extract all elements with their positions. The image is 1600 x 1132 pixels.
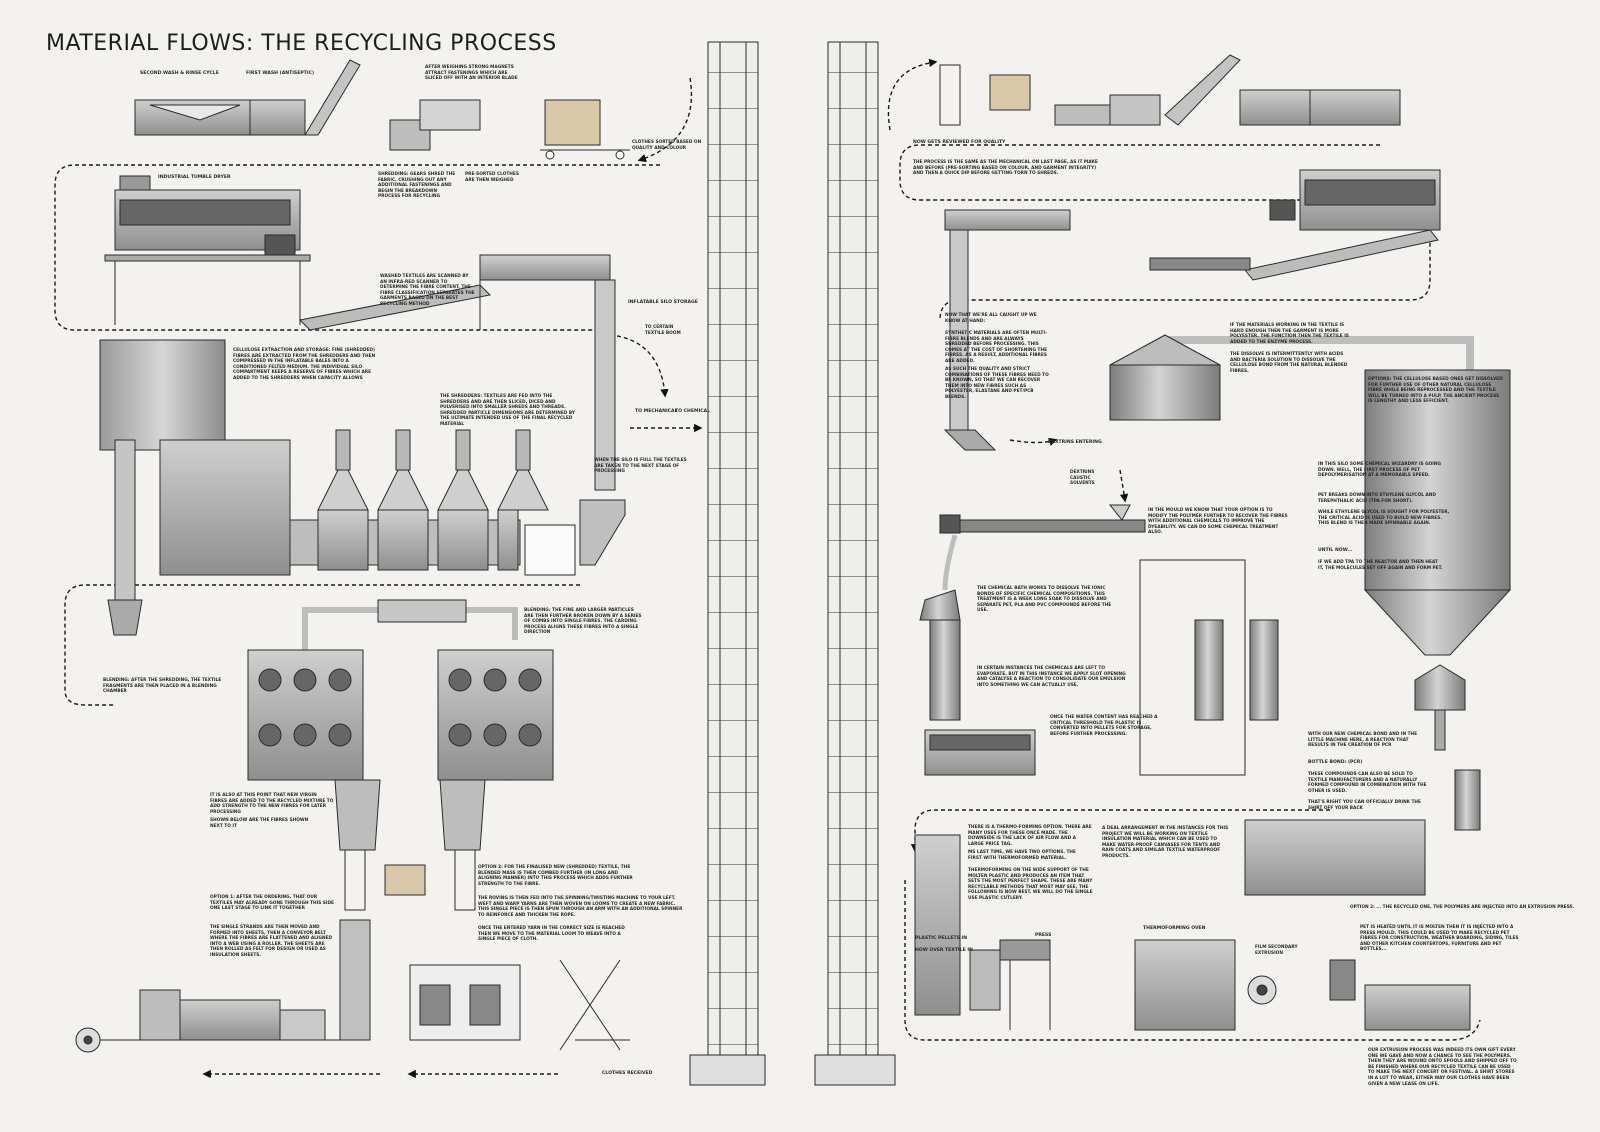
note-as-such: AS SUCH THE QUALITY AND STRICT COMBINATI… — [945, 367, 1049, 400]
note-chemical-bath: THE CHEMICAL BATH WORKS TO DISSOLVE THE … — [977, 586, 1112, 614]
flow-path-to-chem — [1009, 437, 1058, 446]
right-lift-tower — [814, 41, 896, 1086]
note-option2: OPTION 2: FOR THE FINALISED NEW (SHREDDE… — [478, 865, 633, 887]
note-in-certain: IN CERTAIN INSTANCES THE CHEMICALS ARE L… — [977, 666, 1126, 688]
note-synthetic: SYNTHETIC MATERIALS ARE OFTEN MULTI-FIBR… — [945, 331, 1047, 364]
felting-line — [75, 919, 371, 1053]
flow-path-right-top — [887, 58, 938, 131]
note-option2-right: OPTION 2: ... THE RECYCLED ONE, THE POLY… — [1350, 905, 1575, 910]
chemical-bath — [919, 504, 1146, 721]
note-right-intro: THE PROCESS IS THE SAME AS THE MECHANICA… — [913, 160, 1098, 177]
left-lift-tower — [689, 41, 766, 1086]
note-clothes-sorted: CLOTHES SORTED BASED ON QUALITY AND COLO… — [632, 140, 702, 151]
label-dextrins-caustic: DEXTRINS CAUSTIC SOLVENTS — [1070, 470, 1095, 487]
note-when-silo-full: WHEN THE SILO IS FULL THE TEXTILES ARE T… — [594, 458, 687, 475]
note-washed-textiles: WASHED TEXTILES ARE SCANNED BY AN INFRA-… — [380, 274, 475, 307]
bag-cart — [540, 99, 630, 160]
note-a-deal: A DEAL ARRANGEMENT IN THE INSTANCES FOR … — [1102, 826, 1229, 859]
note-now-that-caught: NOW THAT WE'RE ALL CAUGHT UP WE KNOW AT … — [945, 313, 1037, 324]
note-pet-breaks: PET BREAKS DOWN INTO ETHYLENE GLYCOL AND… — [1318, 493, 1436, 504]
note-chemical-if: IF THE MATERIALS WORKING IN THE TEXTILE … — [1230, 323, 1349, 345]
flow-path-chem-down — [1119, 469, 1129, 503]
right-tumble-dryer — [1149, 169, 1441, 281]
note-these-compounds: THESE COMPOUNDS CAN ALSO BE SOLD TO TEXT… — [1308, 772, 1427, 794]
thermoforming-line — [914, 834, 1471, 1031]
note-once-entered: ONCE THE ENTERED YARN IN THE CORRECT SIZ… — [478, 926, 625, 943]
label-inflatable-silo: INFLATABLE SILO STORAGE — [628, 300, 698, 305]
label-thermoforming-oven: THERMOFORMING OVEN — [1143, 926, 1206, 931]
reactor-frame — [1139, 559, 1279, 776]
note-blending-left: BLENDING: AFTER THE SHREDDING, THE TEXTI… — [103, 678, 222, 695]
label-industrial-tumble: INDUSTRIAL TUMBLE DRYER — [158, 175, 231, 180]
label-plastic-pellets: PLASTIC PELLETS IN — [915, 936, 968, 941]
flow-path-bottom-loop — [904, 880, 1481, 1041]
note-dissolve: THE DISSOLVE IS INTERMITTENTLY WITH ACID… — [1230, 352, 1348, 374]
label-to-mechanical: TO MECHANICAL — [635, 409, 678, 414]
right-washing-line — [939, 54, 1401, 126]
page-title: MATERIAL FLOWS: THE RECYCLING PROCESS — [46, 30, 557, 56]
note-spinning: THE ROVING IS THEN FED INTO THE SPINNING… — [478, 896, 683, 918]
note-shredders: THE SHREDDERS: TEXTILES ARE FED INTO THE… — [440, 394, 575, 427]
note-with-new-chemical: WITH OUR NEW CHEMICAL BOND AND IN THE LI… — [1308, 732, 1418, 749]
note-pre-sorted: PRE-SORTED CLOTHES ARE THEN WEIGHED — [465, 172, 519, 183]
label-second-wash: SECOND WASH & RINSE CYCLE — [140, 71, 219, 76]
note-shredding: SHREDDING: GEARS SHRED THE FABRIC, CRUSH… — [378, 172, 456, 200]
washing-line — [134, 59, 481, 151]
label-press: PRESS — [1035, 933, 1052, 938]
note-there-is-a: THERE IS A THERMO-FORMING OPTION. THERE … — [968, 825, 1092, 847]
label-clothes-received: CLOTHES RECEIVED — [602, 1071, 653, 1076]
cellulose-storage-building — [99, 339, 291, 636]
extrusion-vessel — [1244, 769, 1481, 896]
flow-path-top-loop — [54, 164, 660, 331]
note-in-this-silo: IN THIS SILO SOME CHEMICAL WIZARDRY IS G… — [1318, 462, 1441, 479]
note-shown-next: SHOWN BELOW ARE THE FIBRES SHOWN NEXT TO… — [210, 818, 309, 829]
pellet-dryer — [924, 729, 1036, 776]
label-now-gets-reviewed: NOW GETS REVIEWED FOR QUALITY — [913, 140, 1006, 145]
flow-path-loop-to-blend — [64, 584, 580, 706]
note-in-the-mould: IN THE MOULD WE KNOW THAT YOUR OPTION IS… — [1148, 508, 1288, 536]
right-silo-scanner — [943, 209, 1071, 451]
label-until-now: UNTIL NOW... — [1318, 548, 1353, 553]
label-first-wash: FIRST WASH (ANTISEPTIC) — [246, 71, 315, 76]
blending-carding — [247, 599, 554, 911]
large-silo — [1363, 369, 1512, 751]
note-magnets: AFTER WEIGHING STRONG MAGNETS ATTRACT FA… — [425, 65, 518, 82]
label-dextrins-entering: DEXTRINS ENTERING — [1048, 440, 1102, 445]
label-to-chemical: TO CHEMICAL — [675, 409, 711, 414]
tumble-dryer — [104, 175, 311, 325]
note-option1: OPTION 1: AFTER THE ORDERING, THAT OUR T… — [210, 895, 334, 912]
note-our-extrusion: OUR EXTRUSION PROCESS WAS INDEED ITS OWN… — [1368, 1048, 1517, 1087]
note-to-certain-textile: TO CERTAIN TEXTILE BOOM — [645, 325, 681, 336]
scanner-conveyor — [298, 254, 616, 491]
note-while-ethylene: WHILE ETHYLENE GLYCOL IS SOUGHT FOR POLY… — [1318, 510, 1450, 527]
note-single-strands: THE SINGLE STRANDS ARE THEN MOVED AND FO… — [210, 925, 333, 958]
label-how-over-textile: HOW OVER TEXTILE IN — [915, 948, 973, 953]
enzyme-tank — [1109, 334, 1474, 421]
note-virgin-fibres: IT IS ALSO AT THIS POINT THAT NEW VIRGIN… — [210, 793, 334, 815]
note-option-cellulose: OPTIONS: THE CELLULOSE BASED ONES GET DI… — [1368, 377, 1503, 405]
note-ms-last: MS LAST TIME, WE HAVE TWO OPTIONS. THE F… — [968, 850, 1076, 861]
note-blending-right: BLENDING: THE FINE AND LARGER PARTICLES … — [524, 608, 642, 636]
label-film-secondary: FILM SECONDARY EXTRUSION — [1255, 945, 1298, 956]
spinning-machines — [409, 959, 630, 1051]
note-that-right: THAT'S RIGHT YOU CAN OFFICIALLY DRINK TH… — [1308, 800, 1421, 811]
flow-path-silo-out — [609, 334, 669, 398]
flow-path-lower-right-loop — [910, 809, 1330, 853]
label-bottle-bond: BOTTLE BOND: (PCR) — [1308, 760, 1363, 765]
note-once-water: ONCE THE WATER CONTENT HAS REACHED A CRI… — [1050, 715, 1158, 737]
shredders — [289, 429, 626, 576]
note-if-we-add: IF WE ADD TPA TO THE REACTOR AND THEN HE… — [1318, 560, 1443, 571]
note-cellulose-extraction: CELLULOSE EXTRACTION AND STORAGE: FINE (… — [233, 348, 376, 381]
note-pet-heated: PET IS HEATED UNTIL IT IS MOLTEN THEN IT… — [1360, 925, 1519, 953]
note-thermoforming: THERMOFORMING ON THE WIDE SUPPORT OF THE… — [968, 868, 1093, 901]
flow-path-to-sorting — [637, 77, 693, 163]
